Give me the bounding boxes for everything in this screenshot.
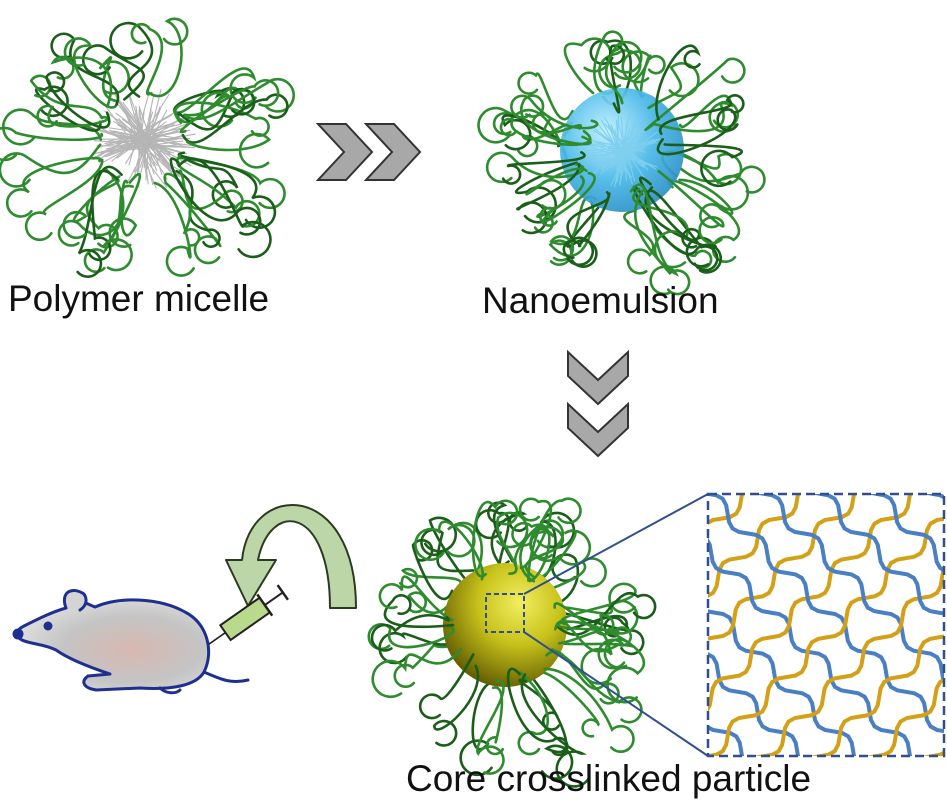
polymer-chain — [434, 666, 478, 746]
polymer-chain — [409, 593, 447, 613]
polymer-chain — [83, 46, 144, 100]
polymer-chain — [565, 39, 611, 93]
polymer-chain — [187, 134, 269, 167]
polymer-chain — [641, 56, 665, 97]
polymer-chain — [624, 211, 653, 273]
polymer-micelle-label: Polymer micelle — [8, 280, 269, 317]
double-chevron-right-icon — [318, 124, 420, 180]
core-crosslinked-label: Core crosslinked particle — [406, 760, 811, 797]
polymer-chain — [100, 57, 129, 101]
zoom-line-bottom — [524, 632, 708, 756]
core-crosslinked-particle — [369, 499, 655, 787]
polymer-chain — [373, 649, 461, 697]
nanoemulsion-particle — [479, 32, 765, 294]
nanoemulsion-label: Nanoemulsion — [482, 282, 719, 319]
curved-arrow-icon — [226, 505, 356, 608]
double-chevron-down-icon — [568, 352, 628, 456]
